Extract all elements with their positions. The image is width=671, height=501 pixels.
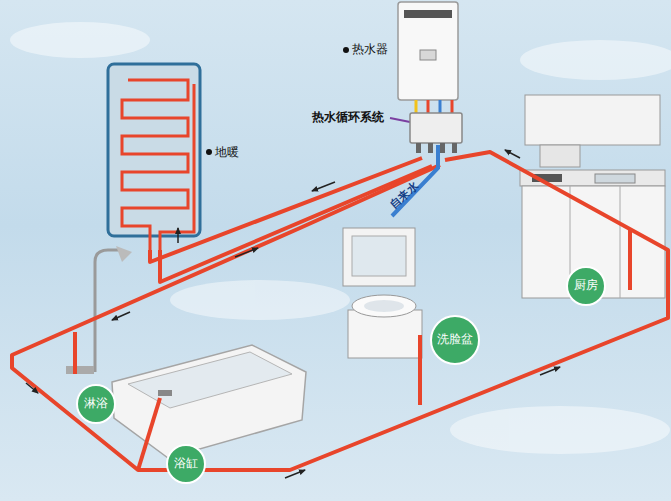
kitchen-circle: 厨房	[566, 266, 606, 306]
fixture-name: 淋浴	[84, 397, 108, 410]
shower-circle: 淋浴	[76, 384, 116, 424]
floor-heating-label: 地暖	[215, 145, 239, 159]
basin-circle: 洗脸盆	[430, 315, 480, 365]
bathtub-circle: 浴缸	[166, 444, 206, 484]
fixture-name: 洗脸盆	[437, 333, 473, 346]
fixture-name: 厨房	[574, 279, 598, 292]
fixture-name: 浴缸	[174, 457, 198, 470]
circulation-label: 热水循环系统	[312, 110, 384, 124]
heater-label: 热水器	[352, 42, 388, 56]
